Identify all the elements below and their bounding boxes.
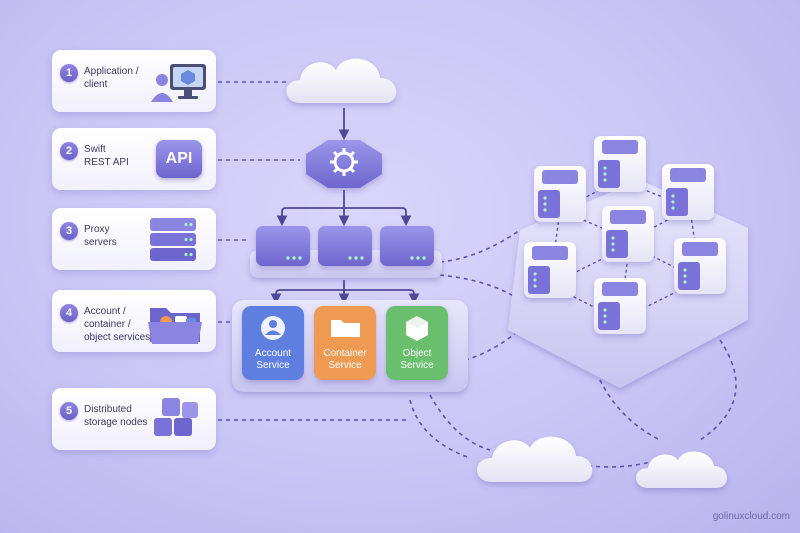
connector-cluster-cloud [599, 379, 661, 441]
gateway-gear-icon [306, 140, 382, 188]
connector-services-cloud [409, 399, 471, 459]
cloud-icon-top [286, 58, 397, 103]
step-label: Distributed storage nodes [84, 404, 148, 428]
storage-node [534, 166, 586, 222]
split-services [275, 289, 415, 302]
account-service-label: Account Service [254, 348, 292, 371]
step-label: Swift REST API [84, 144, 129, 168]
connector-proxy-cluster [439, 229, 521, 263]
storage-node [524, 242, 576, 298]
storage-node [662, 164, 714, 220]
storage-node [602, 206, 654, 262]
folder-icon [148, 308, 202, 344]
step-number: 1 [60, 64, 78, 82]
step-number: 4 [60, 304, 78, 322]
footer-watermark: golinuxcloud.com [712, 511, 790, 522]
storage-node [594, 278, 646, 334]
cube-icon [406, 316, 428, 341]
api-icon: API [156, 140, 202, 178]
folder-icon [331, 320, 360, 337]
step-label: Account / container / object services [84, 306, 151, 343]
api-badge-label: API [165, 150, 193, 167]
step-card-2: 2 Swift REST API API [52, 128, 216, 190]
server-stack-icon [150, 218, 196, 261]
step-number: 3 [60, 222, 78, 240]
step-number: 2 [60, 142, 78, 160]
dashed-connectors [218, 81, 737, 468]
proxy-platform [250, 226, 442, 278]
storage-nodes [524, 136, 726, 334]
cubes-icon [154, 398, 198, 436]
step-card-5: 5 Distributed storage nodes [52, 388, 216, 450]
connector-proxy-cluster-2 [439, 274, 521, 301]
step-label: Application / client [84, 66, 139, 90]
user-monitor-icon [151, 64, 206, 102]
step-card-4: 4 Account / container / object services [52, 290, 216, 352]
container-service-label: Container Service [323, 348, 367, 371]
step-card-1: 1 Application / client [52, 50, 216, 112]
storage-node [594, 136, 646, 192]
object-service-card [386, 306, 448, 380]
cloud-icon-bottom-left [477, 436, 593, 482]
step-card-3: 3 Proxy servers [52, 208, 216, 270]
connector-cluster-cloud-2 [699, 339, 737, 441]
step-number: 5 [60, 402, 78, 420]
connector-cloud-cloud [579, 461, 651, 468]
user-icon [261, 316, 285, 340]
account-service-card [242, 306, 304, 380]
proxy-server-2 [318, 226, 372, 266]
storage-node [674, 238, 726, 294]
connector-services-cloud-2 [429, 394, 491, 451]
step-label: Proxy servers [84, 224, 117, 248]
cloud-icon-bottom-right [636, 451, 728, 488]
container-service-card [314, 306, 376, 380]
proxy-server-3 [380, 226, 434, 266]
object-service-label: Object Service [400, 348, 434, 371]
proxy-server-1 [256, 226, 310, 266]
